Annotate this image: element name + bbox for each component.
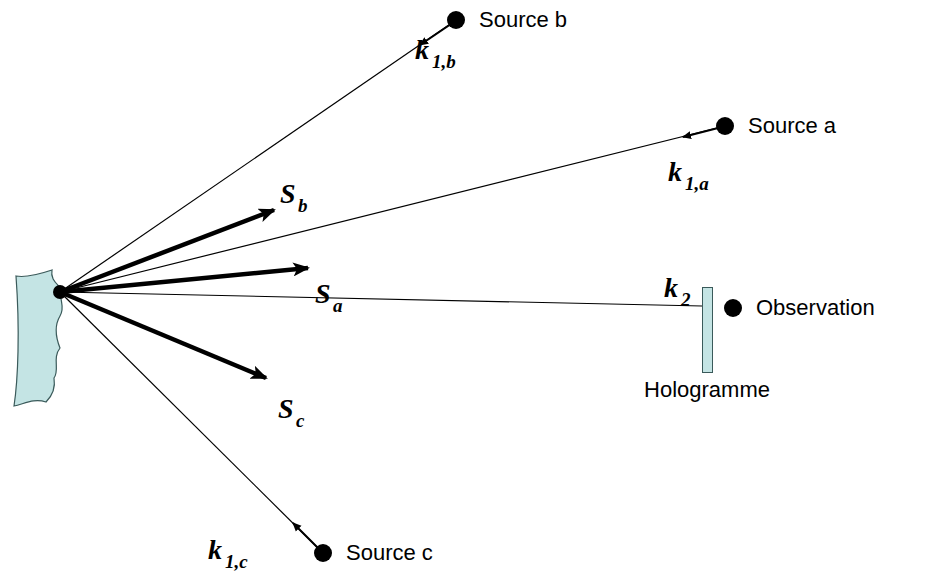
point-dot [447, 11, 465, 29]
sensitivity-symbol: S [315, 280, 331, 308]
point-dot [314, 544, 332, 562]
subscript: b [298, 196, 308, 215]
sensitivity-symbol: S [278, 395, 294, 423]
subscript: 1,c [225, 552, 248, 571]
sensitivity-symbol: S [280, 180, 296, 208]
subscript: 1,b [432, 52, 456, 71]
wave-vector-symbol: k [668, 158, 682, 186]
subscript: c [296, 411, 304, 430]
source-label: Observation [756, 295, 875, 321]
wave-vector-symbol: k [415, 36, 429, 64]
wave-vector-symbol: k [664, 274, 678, 302]
point-dot [716, 117, 734, 135]
source-label: Source c [346, 540, 433, 566]
source-c: Source c [314, 540, 433, 566]
subscript: 2 [681, 290, 691, 309]
object-point [53, 285, 67, 299]
hologram-label: Hologramme [644, 377, 770, 403]
subscript: a [333, 296, 343, 315]
source-b: Source b [447, 7, 567, 33]
wave-vector-symbol: k [208, 536, 222, 564]
sensitivity-vectors [60, 210, 308, 378]
hologram-rect [702, 287, 713, 373]
subscript: 1,a [685, 174, 709, 193]
observation-point: Observation [724, 295, 875, 321]
source-label: Source a [748, 113, 836, 139]
ray-lines [60, 20, 725, 553]
wave-vectors [293, 22, 722, 550]
hologram-plate: Hologramme [644, 287, 770, 403]
source-label: Source b [479, 7, 567, 33]
source-a: Source a [716, 113, 836, 139]
point-dot [724, 299, 742, 317]
